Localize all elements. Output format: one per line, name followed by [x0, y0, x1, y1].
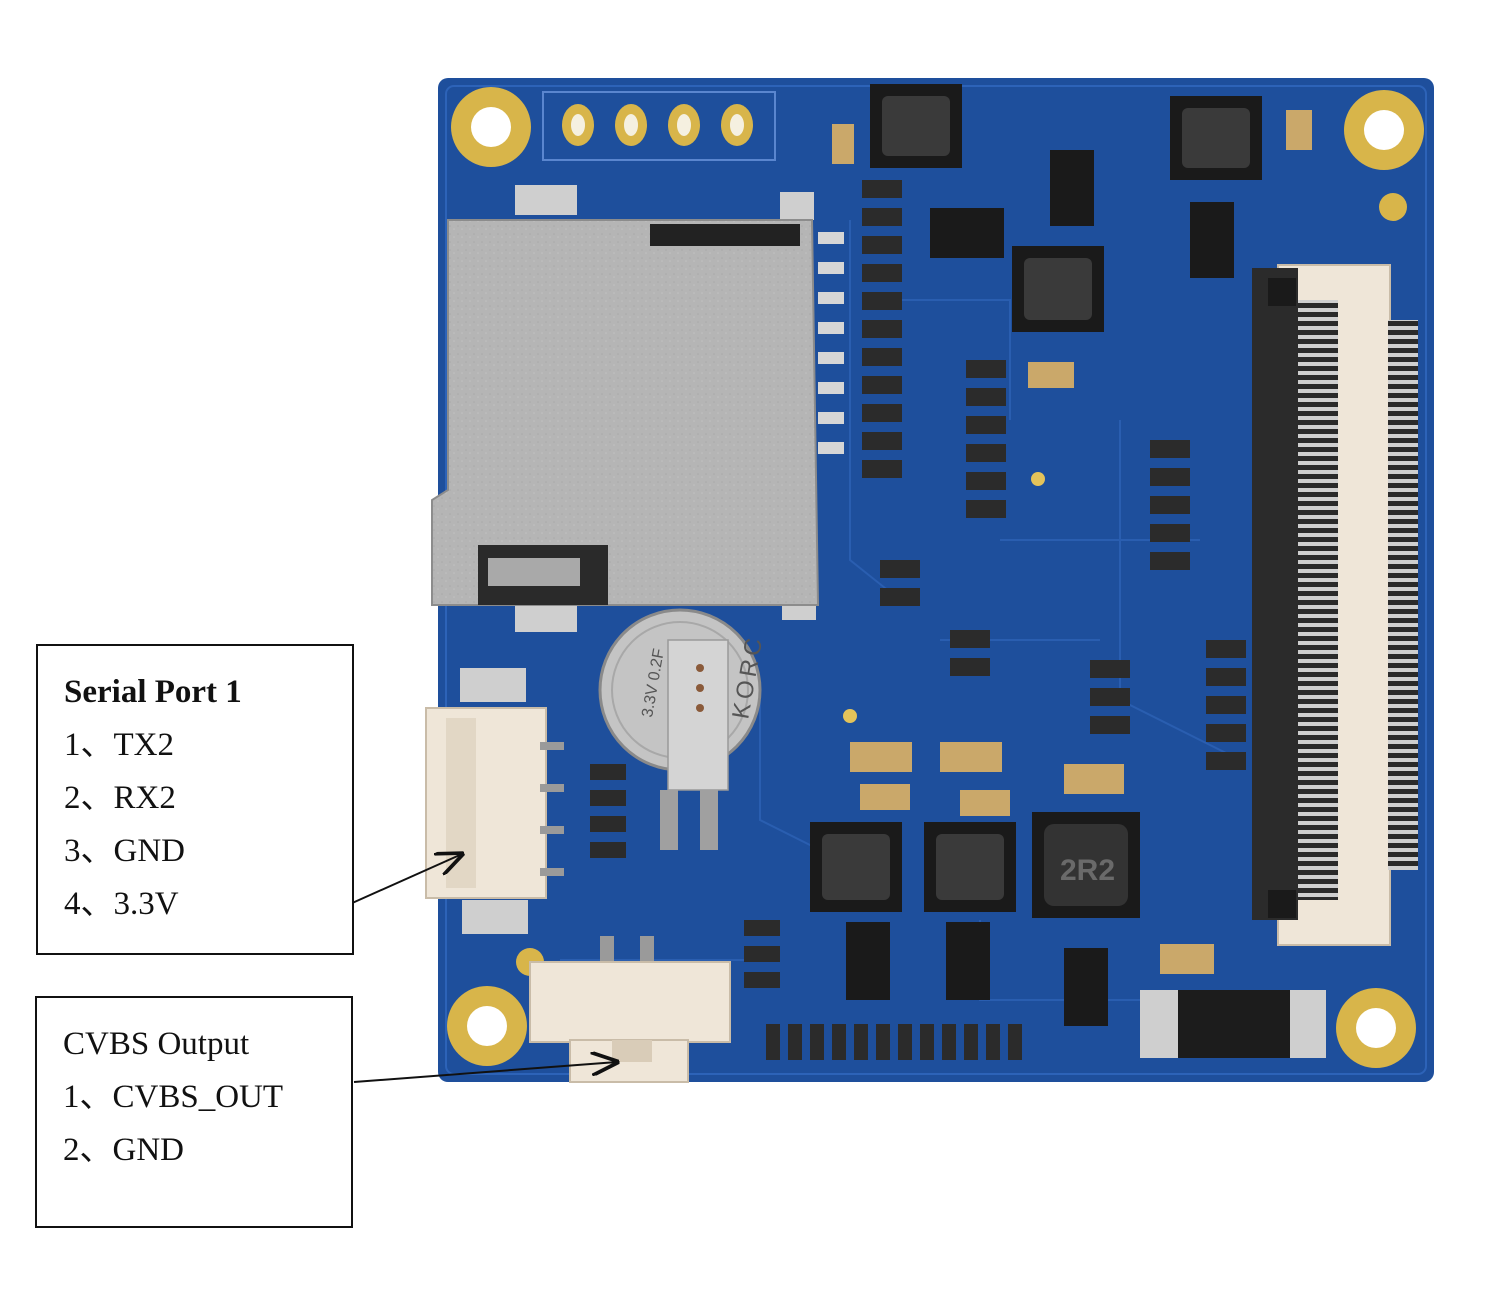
pin-item: 1、TX2: [64, 727, 174, 763]
mounting-hole: [451, 87, 531, 167]
cvbs-connector: [529, 936, 731, 1083]
sd-card-slot: [431, 185, 844, 632]
pin-item: 1、CVBS_OUT: [63, 1079, 284, 1115]
serial-port-arrow: [349, 854, 462, 905]
header-pads: [542, 91, 776, 161]
serial-port-title: Serial Port 1: [64, 674, 242, 710]
rtc-battery: KORC 3.3V 0.2F: [598, 608, 769, 850]
power-inductor: [870, 84, 962, 168]
diode: [1140, 990, 1326, 1058]
cvbs-arrow: [353, 1062, 617, 1083]
mounting-hole: [447, 986, 527, 1066]
cvbs-output-title: CVBS Output: [63, 1026, 250, 1062]
pin-item: 2、RX2: [64, 780, 176, 816]
fpc-connector: [1252, 264, 1418, 946]
pin-item: 4、3.3V: [64, 886, 179, 922]
power-inductor: [1012, 246, 1104, 332]
serial-port-connector: [425, 668, 564, 934]
power-inductor: [1170, 96, 1262, 180]
serial-port-label-box: Serial Port 1 1、TX2 2、RX2 3、GND 4、3.3V: [36, 644, 354, 955]
pin-item: 3、GND: [64, 833, 185, 869]
power-inductor: [924, 822, 1016, 912]
mounting-hole: [1344, 90, 1424, 170]
cvbs-pin-list: 1、CVBS_OUT 2、GND: [63, 1071, 325, 1177]
inductor-marking-text: 2R2: [1060, 854, 1115, 887]
serial-port-pin-list: 1、TX2 2、RX2 3、GND 4、3.3V: [64, 719, 326, 931]
pin-item: 2、GND: [63, 1132, 184, 1168]
cvbs-output-label-box: CVBS Output 1、CVBS_OUT 2、GND: [35, 996, 353, 1228]
power-inductor-2r2: 2R2: [1032, 812, 1140, 918]
power-inductor: [810, 822, 902, 912]
mounting-hole: [1336, 988, 1416, 1068]
